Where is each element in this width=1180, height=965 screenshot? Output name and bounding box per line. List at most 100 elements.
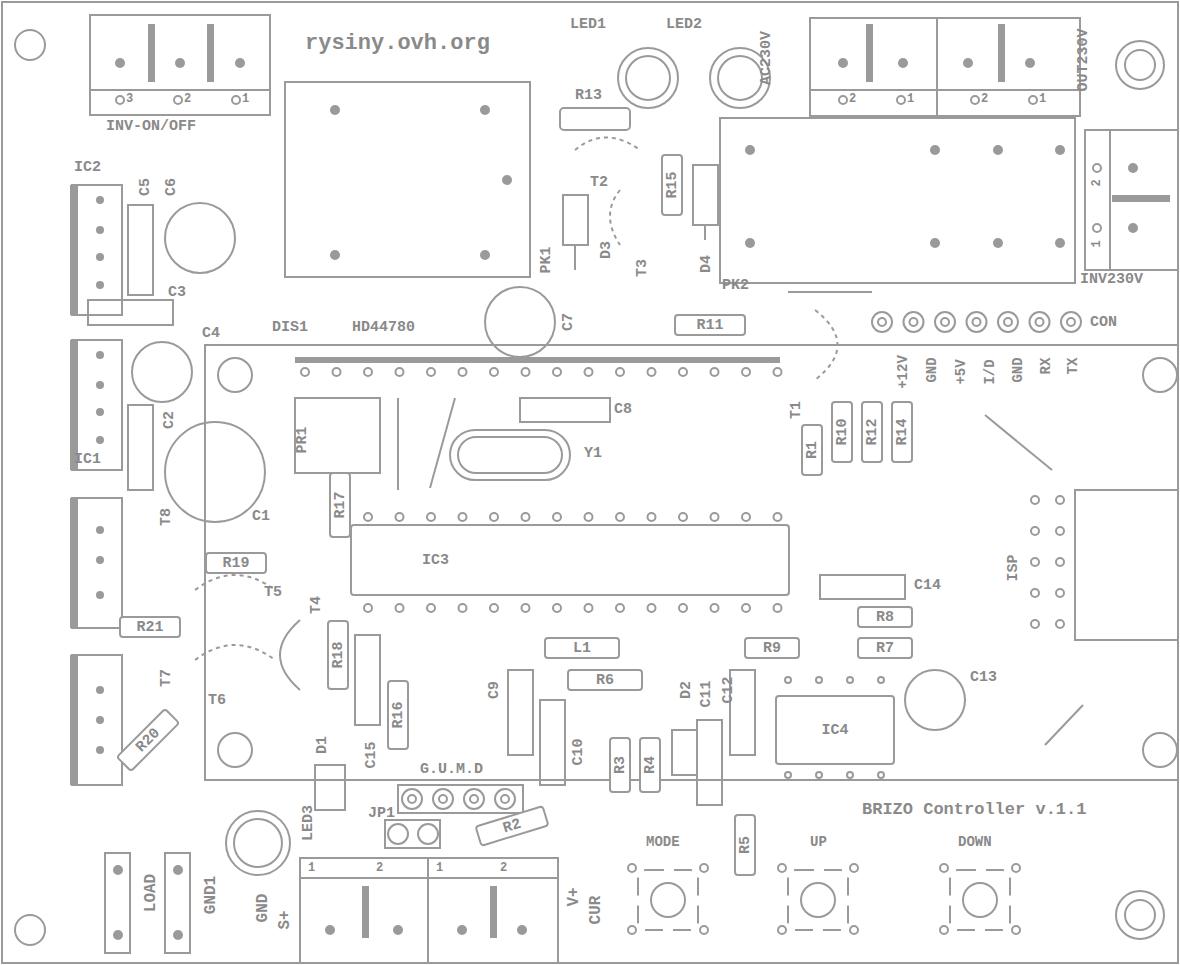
solder-pad — [628, 926, 636, 934]
silkscreen-label: C2 — [162, 411, 177, 429]
silkscreen-label: D3 — [599, 241, 614, 259]
solder-pad — [878, 318, 886, 326]
silkscreen-label: V+ — [566, 887, 582, 906]
solder-pad — [778, 864, 786, 872]
solder-pad — [501, 795, 509, 803]
silkscreen-label: IC1 — [74, 452, 101, 467]
silkscreen-label: C4 — [202, 326, 220, 341]
solder-pad — [679, 604, 687, 612]
component-body: R20 — [115, 707, 180, 772]
solder-pad — [1031, 558, 1039, 566]
part-name: R7 — [876, 641, 894, 656]
solder-pad — [648, 368, 656, 376]
part-name: R16 — [391, 702, 406, 729]
silkscreen-label: CON — [1090, 315, 1117, 330]
solder-pad — [464, 789, 484, 809]
solder-pad — [774, 368, 782, 376]
solder-pad — [1056, 527, 1064, 535]
silkscreen-label: AC230V — [759, 31, 774, 85]
part-name: R2 — [501, 816, 523, 836]
solder-pad — [553, 368, 561, 376]
solder-pad — [785, 772, 791, 778]
ic-outline: IC3 — [350, 524, 790, 596]
silkscreen-label: 1 — [1039, 93, 1046, 105]
silkscreen-label: I/D — [983, 359, 997, 384]
solder-pad — [616, 513, 624, 521]
solder-pad — [711, 604, 719, 612]
silkscreen-label: C5 — [138, 178, 153, 196]
silkscreen-label: INV230V — [1080, 272, 1143, 287]
solder-pad — [1031, 496, 1039, 504]
silkscreen-label: LOAD — [143, 874, 159, 912]
component-body: R21 — [119, 616, 181, 638]
silkscreen-label: 2 — [184, 93, 191, 105]
solder-pad — [872, 312, 892, 332]
silkscreen-label: GND — [255, 894, 271, 923]
component-body: R16 — [387, 680, 409, 750]
silkscreen-label: 1 — [242, 93, 249, 105]
solder-pad — [364, 368, 372, 376]
silkscreen-label: T5 — [264, 585, 282, 600]
ic-outline: IC4 — [775, 695, 895, 765]
silkscreen-label: +12V — [896, 355, 910, 389]
silkscreen-label: R13 — [575, 88, 602, 103]
solder-pad — [522, 604, 530, 612]
solder-pad — [585, 604, 593, 612]
silkscreen-label: PR1 — [295, 426, 310, 453]
solder-pad — [490, 513, 498, 521]
silkscreen-label: ISP — [1006, 554, 1021, 581]
solder-pad — [878, 677, 884, 683]
silkscreen-label: DIS1 — [272, 320, 308, 335]
solder-pad — [940, 864, 948, 872]
silkscreen-label: C8 — [614, 402, 632, 417]
solder-pad — [816, 677, 822, 683]
solder-pad — [940, 926, 948, 934]
solder-pad — [935, 312, 955, 332]
silkscreen-label: C7 — [561, 313, 576, 331]
solder-pad — [1067, 318, 1075, 326]
solder-pad — [1061, 312, 1081, 332]
solder-pad — [967, 312, 987, 332]
solder-pad — [402, 789, 422, 809]
solder-pad — [910, 318, 918, 326]
part-name: R9 — [763, 641, 781, 656]
silkscreen-label: CUR — [588, 896, 604, 925]
solder-pad — [427, 604, 435, 612]
silkscreen-label: 1 — [907, 93, 914, 105]
solder-pad — [459, 513, 467, 521]
solder-pad — [816, 772, 822, 778]
part-name: R1 — [805, 441, 820, 459]
silkscreen-label: LED1 — [570, 17, 606, 32]
solder-pad — [628, 864, 636, 872]
component-body: R11 — [674, 314, 746, 336]
solder-pad — [998, 312, 1018, 332]
solder-pad — [1030, 312, 1050, 332]
solder-pad — [396, 513, 404, 521]
silkscreen-label: JP1 — [368, 806, 395, 821]
silkscreen-label: C11 — [699, 680, 714, 707]
part-name: R5 — [738, 836, 753, 854]
solder-pad — [742, 368, 750, 376]
solder-pad — [427, 513, 435, 521]
solder-pad — [778, 926, 786, 934]
silkscreen-label: rysiny.ovh.org — [305, 33, 490, 55]
solder-pad — [1036, 318, 1044, 326]
solder-pad — [1031, 620, 1039, 628]
solder-pad — [711, 368, 719, 376]
silkscreen-label: D1 — [315, 736, 330, 754]
part-name: R3 — [613, 756, 628, 774]
silkscreen-label: TX — [1066, 358, 1080, 375]
component-body: R15 — [661, 154, 683, 216]
component-body: R4 — [639, 737, 661, 793]
part-name: R10 — [835, 419, 850, 446]
part-name: R18 — [331, 642, 346, 669]
silkscreen-label: T8 — [159, 508, 174, 526]
silkscreen-label: C9 — [487, 681, 502, 699]
part-name: R6 — [596, 673, 614, 688]
component-body: R14 — [891, 401, 913, 463]
solder-pad — [941, 318, 949, 326]
part-name: R4 — [643, 756, 658, 774]
solder-pad — [433, 789, 453, 809]
part-name: L1 — [573, 641, 591, 656]
